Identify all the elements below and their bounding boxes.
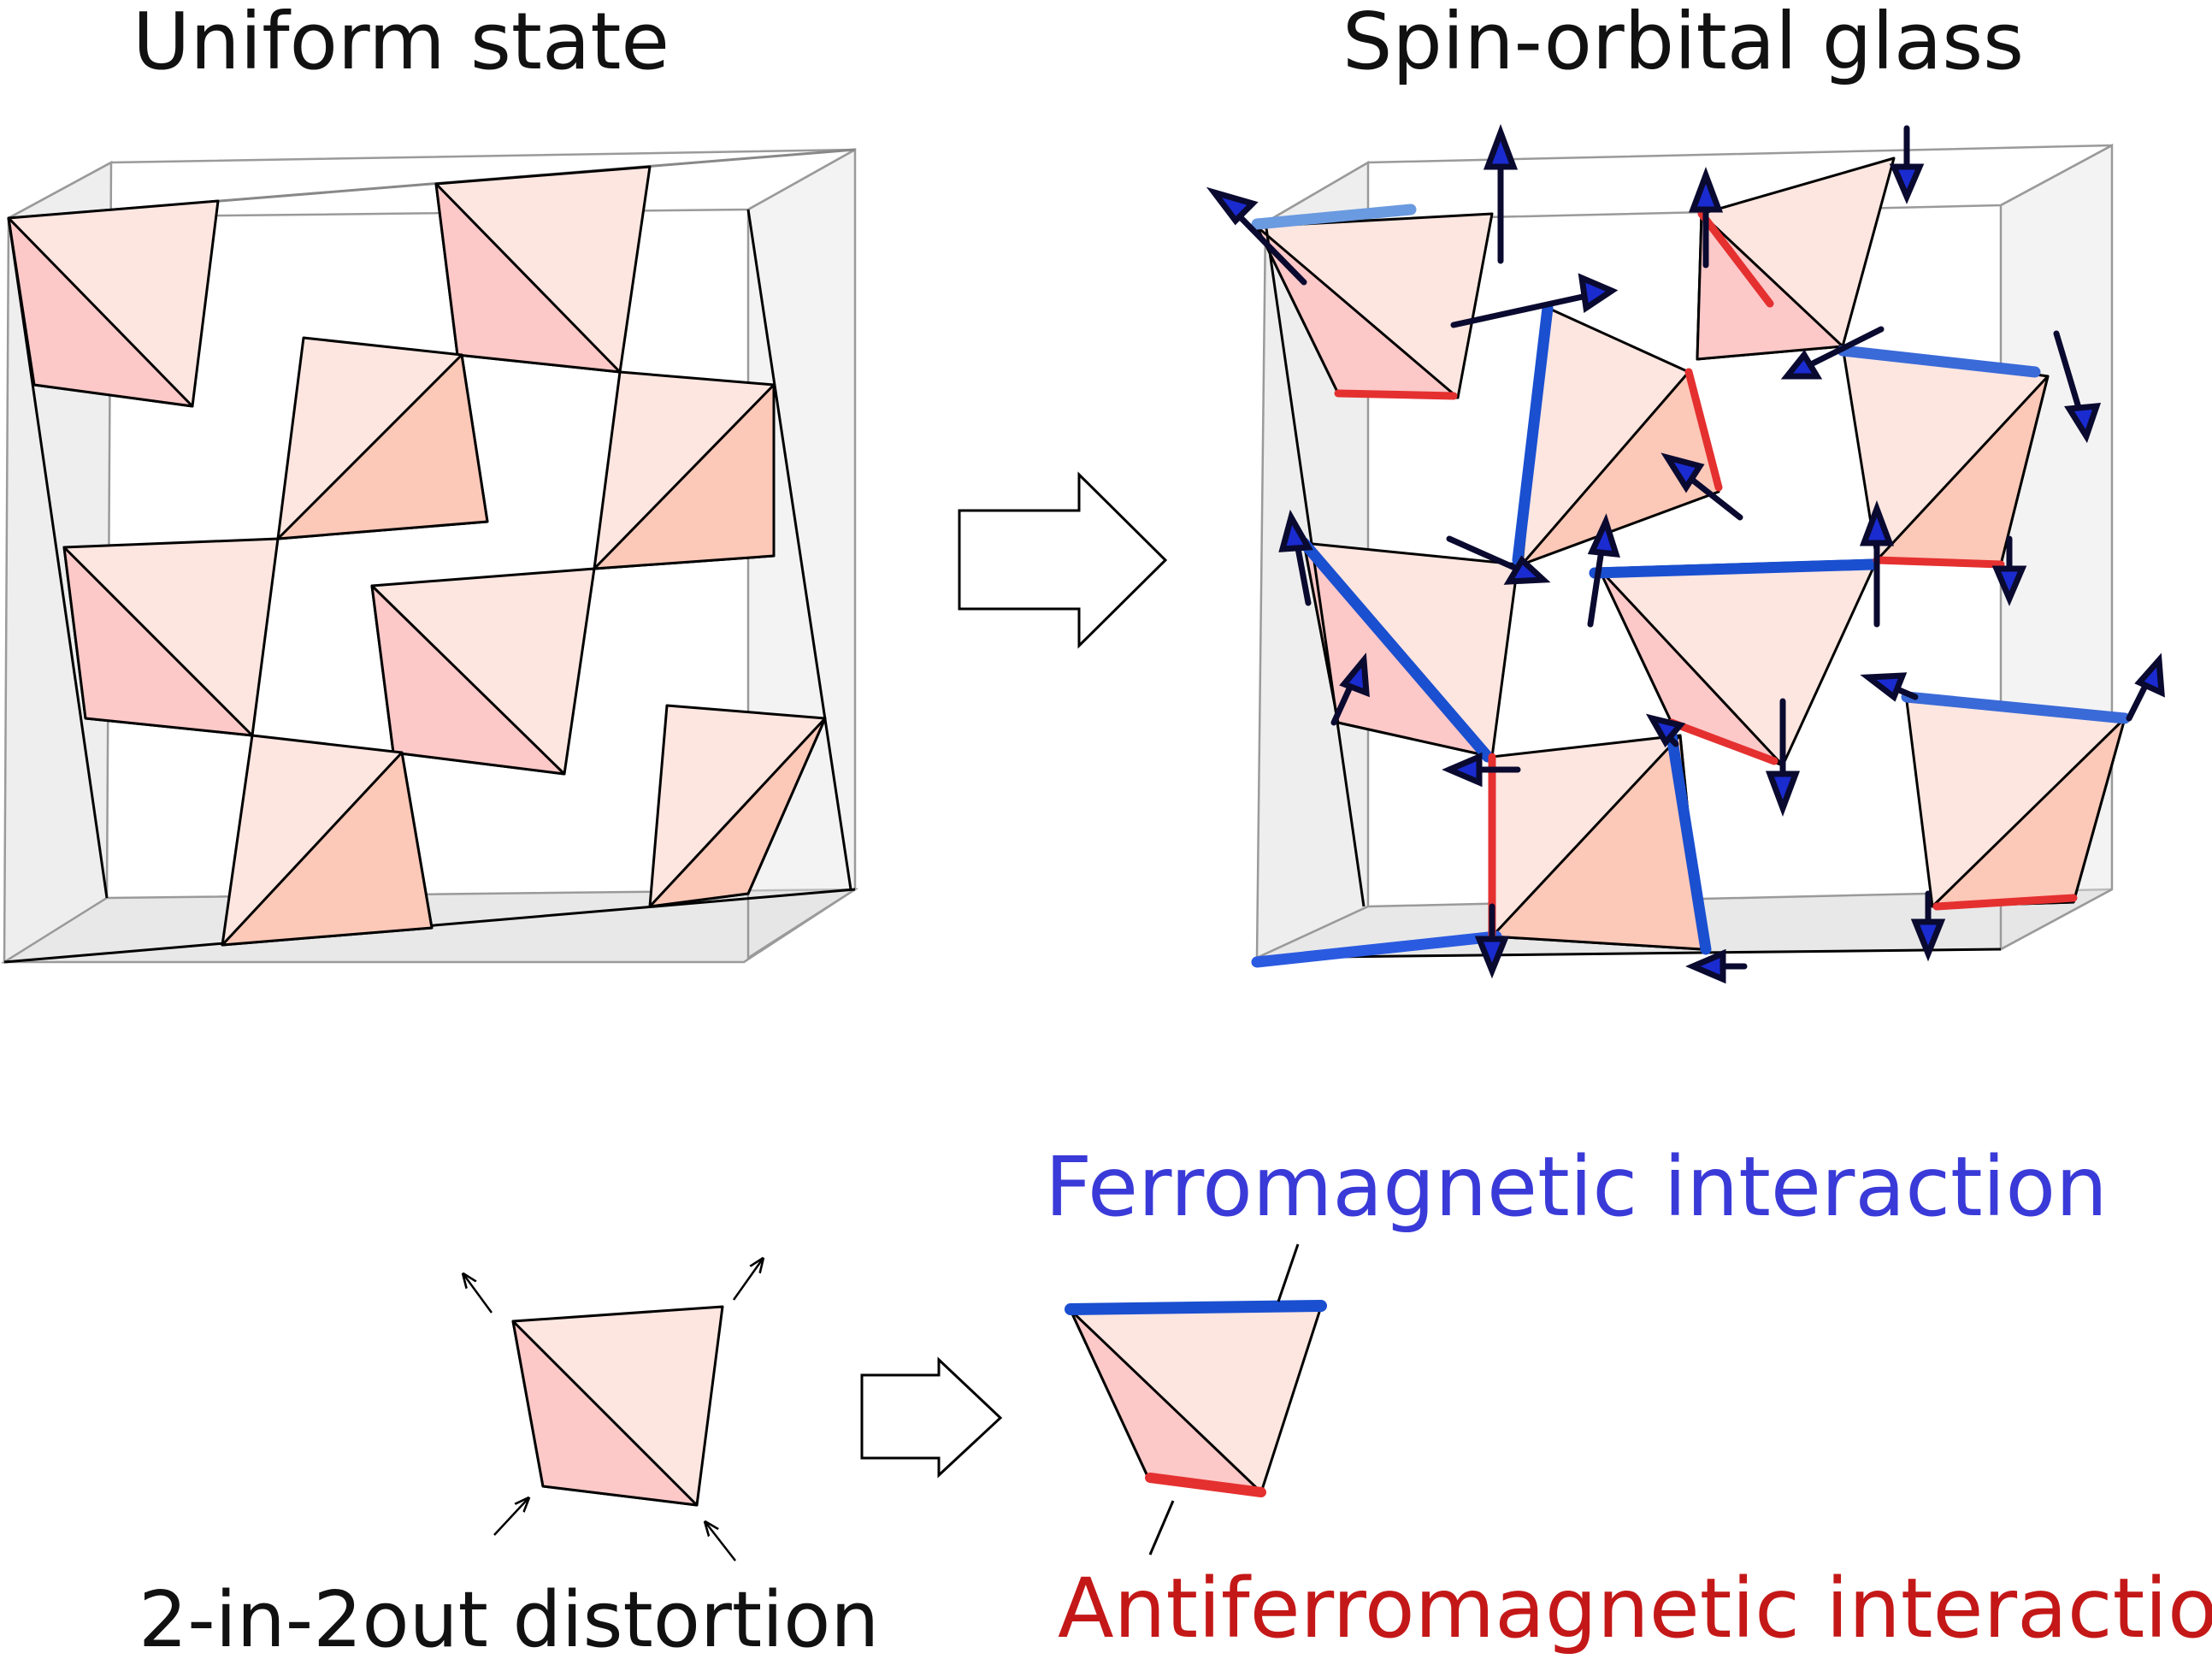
uniform-tetrahedra bbox=[7, 165, 827, 947]
spin-arrow bbox=[1991, 535, 2027, 606]
spin-arrow bbox=[1587, 513, 1620, 628]
tetrahedron-1 bbox=[7, 199, 220, 408]
spin-arrow bbox=[1889, 125, 1925, 204]
antiferromagnetic-label: Antiferromagnetic interaction bbox=[1058, 1561, 2212, 1656]
uniform-state-title: Uniform state bbox=[133, 0, 670, 87]
glass-tetrahedra bbox=[1255, 156, 2126, 951]
spin-arrow bbox=[1860, 672, 1919, 702]
distorted-tetrahedron bbox=[1069, 1305, 1323, 1494]
spin-arrow bbox=[1483, 124, 1519, 264]
glass-box-edges bbox=[1256, 221, 2002, 959]
spin-arrow bbox=[1660, 452, 1743, 521]
distortion-arrow bbox=[860, 1356, 1003, 1479]
spin-arrow bbox=[1330, 652, 1370, 726]
spin-arrow bbox=[1450, 273, 1619, 328]
transition-arrow bbox=[958, 471, 1168, 649]
ferro-pointer bbox=[1277, 1243, 1300, 1302]
tetrahedron-8 bbox=[648, 704, 827, 908]
spin-arrow bbox=[1474, 903, 1510, 979]
spin-arrows bbox=[1206, 124, 2165, 984]
spin-arrow bbox=[1278, 509, 1313, 606]
spin-arrow bbox=[1780, 326, 1885, 380]
spin-arrow bbox=[1442, 752, 1521, 788]
spin-arrow bbox=[1645, 713, 1686, 748]
ferro-bond-example bbox=[1065, 1300, 1327, 1315]
spin-arrow bbox=[1688, 167, 1724, 269]
tetrahedron-4 bbox=[593, 370, 776, 570]
spin-arrow bbox=[2126, 652, 2165, 722]
distortion-caption: 2-in-2out distortion bbox=[139, 1575, 880, 1665]
tetrahedron-7 bbox=[221, 734, 434, 947]
tetrahedron-6 bbox=[370, 567, 596, 776]
ferromagnetic-bonds bbox=[1251, 204, 2131, 968]
distortion-tetrahedron bbox=[511, 1305, 724, 1507]
antiferro-bond-example bbox=[1145, 1473, 1266, 1497]
spin-arrow bbox=[1859, 500, 1895, 628]
spin-arrow bbox=[1446, 535, 1551, 585]
tetrahedron-3 bbox=[276, 336, 489, 540]
ferromagnetic-label: Ferromagnetic interaction bbox=[1045, 1139, 2108, 1235]
spin-orbital-glass-title: Spin-orbital glass bbox=[1342, 0, 2025, 87]
tetrahedron-5 bbox=[62, 537, 280, 737]
spin-arrow bbox=[1685, 948, 1748, 984]
spin-arrow bbox=[1206, 186, 1307, 286]
spin-arrow bbox=[1910, 890, 1946, 962]
uniform-box-front-edges bbox=[7, 209, 852, 899]
antiferro-pointer bbox=[1148, 1500, 1175, 1556]
spin-arrow bbox=[1765, 698, 1801, 817]
distortion-arrows bbox=[463, 1259, 763, 1562]
tetrahedron-2 bbox=[434, 165, 652, 374]
spin-arrow bbox=[2053, 330, 2102, 444]
